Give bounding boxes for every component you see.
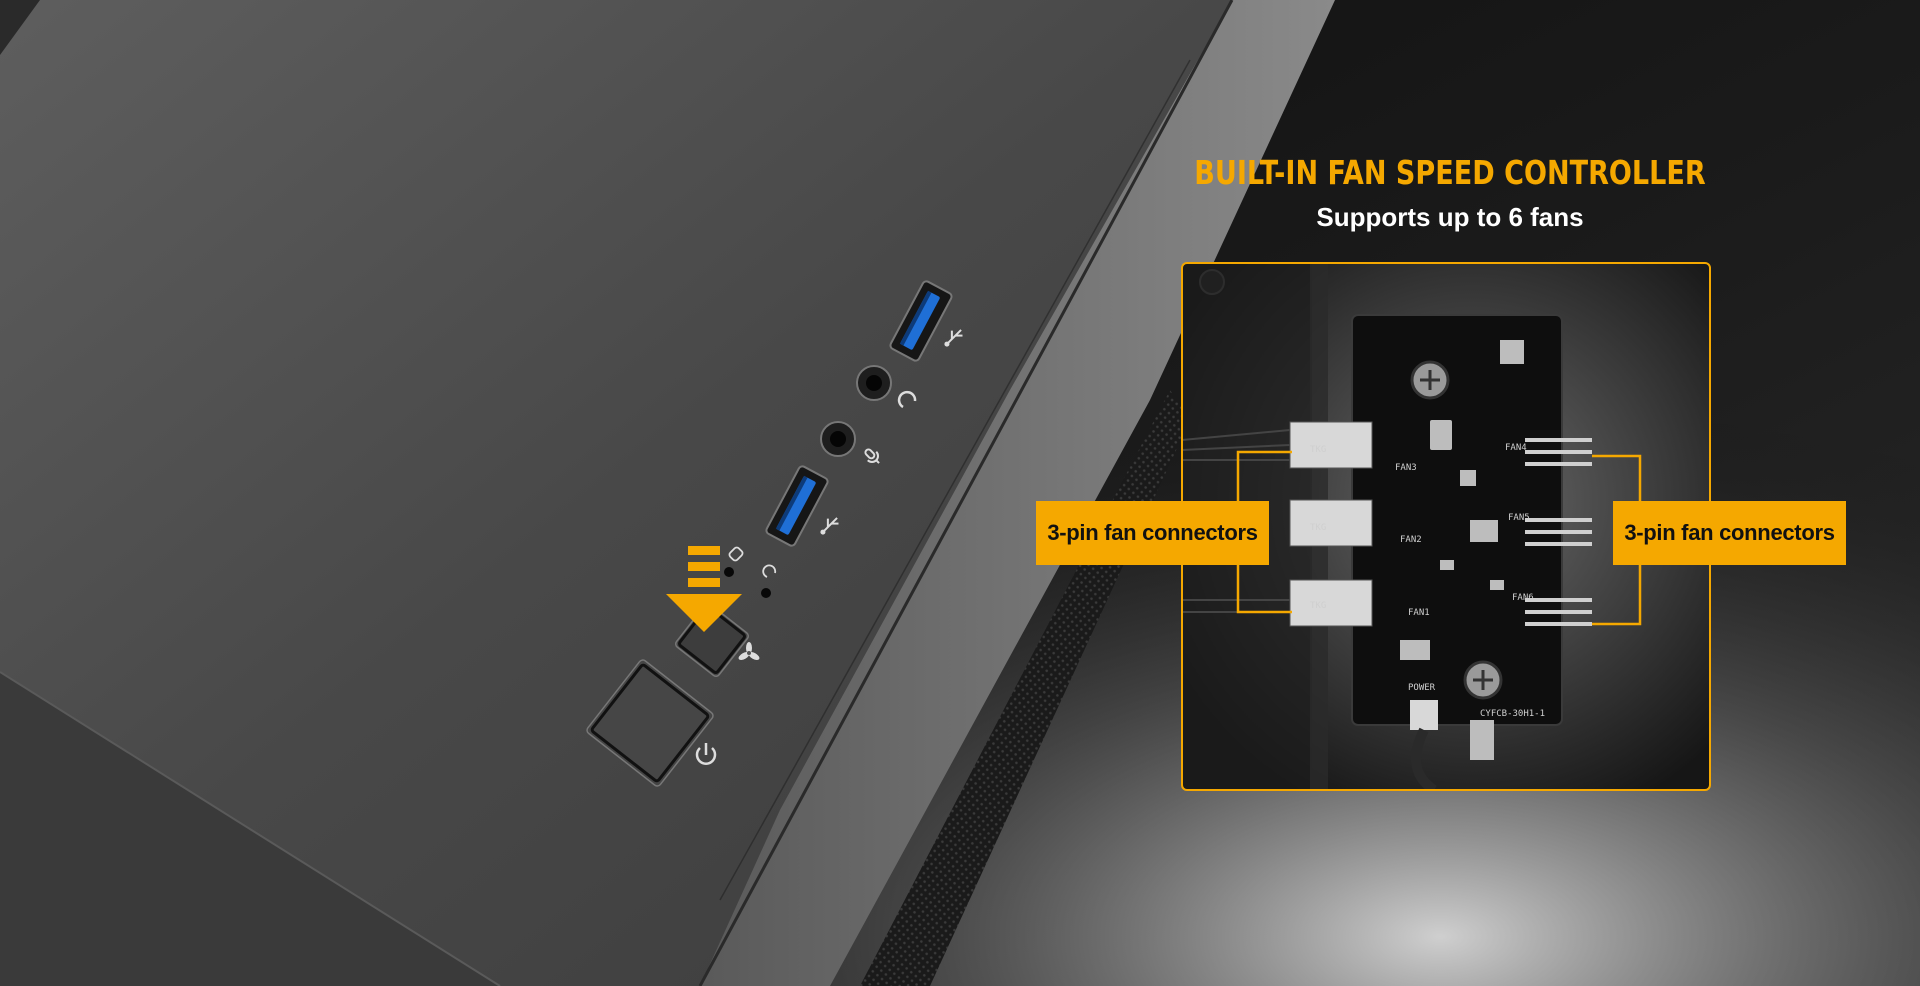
controller-board-photo: FAN3 FAN2 FAN1 FAN4 FAN5 FAN6 CYFCB-30H1…	[1181, 262, 1711, 791]
case-top-panel	[0, 0, 1232, 986]
callout-left-label: 3-pin fan connectors	[1036, 501, 1269, 565]
down-arrow-icon	[666, 546, 742, 632]
callout-right-label: 3-pin fan connectors	[1613, 501, 1846, 565]
feature-title: BUILT-IN FAN SPEED CONTROLLER	[1194, 153, 1706, 192]
svg-text:TKG: TKG	[1310, 523, 1326, 533]
usb-icon	[820, 517, 839, 535]
svg-text:FAN4: FAN4	[1505, 443, 1527, 453]
svg-text:FAN2: FAN2	[1400, 535, 1422, 545]
svg-text:CYFCB-30H1-1: CYFCB-30H1-1	[1480, 709, 1545, 719]
svg-text:TKG: TKG	[1310, 601, 1326, 611]
hdd-led	[724, 567, 734, 577]
microphone-jack[interactable]	[820, 421, 856, 457]
svg-text:FAN6: FAN6	[1512, 593, 1534, 603]
headphone-icon	[897, 390, 917, 409]
svg-text:POWER: POWER	[1408, 683, 1436, 693]
feature-subtitle: Supports up to 6 fans	[1316, 202, 1584, 232]
hdd-led-icon	[728, 546, 744, 562]
svg-text:TKG: TKG	[1310, 445, 1326, 455]
usb-port-top[interactable]	[889, 280, 953, 362]
power-led	[761, 588, 771, 598]
power-icon	[695, 743, 717, 765]
power-led-icon	[762, 564, 777, 578]
usb-port-bottom[interactable]	[765, 465, 829, 547]
fan-icon	[738, 642, 760, 660]
svg-text:FAN1: FAN1	[1408, 608, 1430, 618]
headphone-jack[interactable]	[856, 365, 892, 401]
usb-icon	[944, 329, 963, 347]
power-button[interactable]	[585, 658, 714, 787]
svg-text:FAN3: FAN3	[1395, 463, 1417, 473]
microphone-icon	[864, 448, 880, 464]
svg-text:FAN5: FAN5	[1508, 513, 1530, 523]
